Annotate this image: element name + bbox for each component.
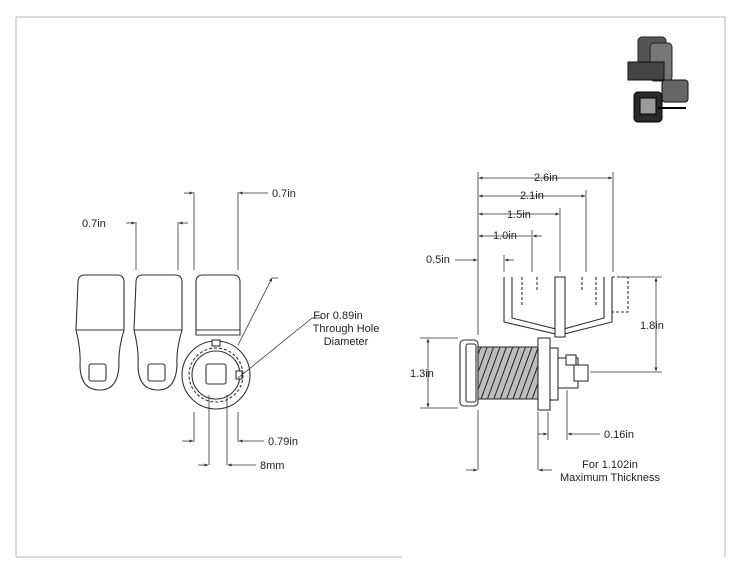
dim-label-2-1in: 2.1in <box>520 190 544 202</box>
dim-label-2-6in: 2.6in <box>534 172 558 184</box>
dim-label-1-8in: 1.8in <box>640 320 664 332</box>
right-dimension-lines <box>420 172 662 472</box>
dim-label-1-5in: 1.5in <box>507 209 531 221</box>
left-dimension-lines <box>126 191 322 467</box>
sheet-border <box>15 16 726 558</box>
through-hole-note-line1: For 0.89in <box>313 310 363 322</box>
thickness-note-line1: For 1.102in <box>582 459 638 471</box>
through-hole-note-line3: Diameter <box>324 336 369 348</box>
dim-label-8mm: 8mm <box>260 460 284 472</box>
dim-label-1-3in: 1.3in <box>410 368 434 380</box>
dim-label-0-7in-left: 0.7in <box>82 218 106 230</box>
dim-label-0-5in: 0.5in <box>426 254 450 266</box>
cam-lock-side-view <box>459 276 629 411</box>
dim-label-0-79in: 0.79in <box>268 436 298 448</box>
dim-label-1-0in: 1.0in <box>493 230 517 242</box>
cam-lock-thumbnail-icon <box>627 36 689 123</box>
dim-label-0-7in-right: 0.7in <box>272 188 296 200</box>
right-dimension-labels: 2.6in 2.1in 1.5in 1.0in 0.5in 1.8in 1.3i… <box>410 172 664 484</box>
cam-arms-front-view <box>75 274 241 391</box>
thickness-note-line2: Maximum Thickness <box>560 472 661 484</box>
lock-face-front-view <box>181 339 251 410</box>
through-hole-note-line2: Through Hole <box>313 323 380 335</box>
dim-label-0-16in: 0.16in <box>604 429 634 441</box>
left-dimension-labels: 0.7in 0.7in 0.79in 8mm For 0.89in Throug… <box>82 188 379 472</box>
